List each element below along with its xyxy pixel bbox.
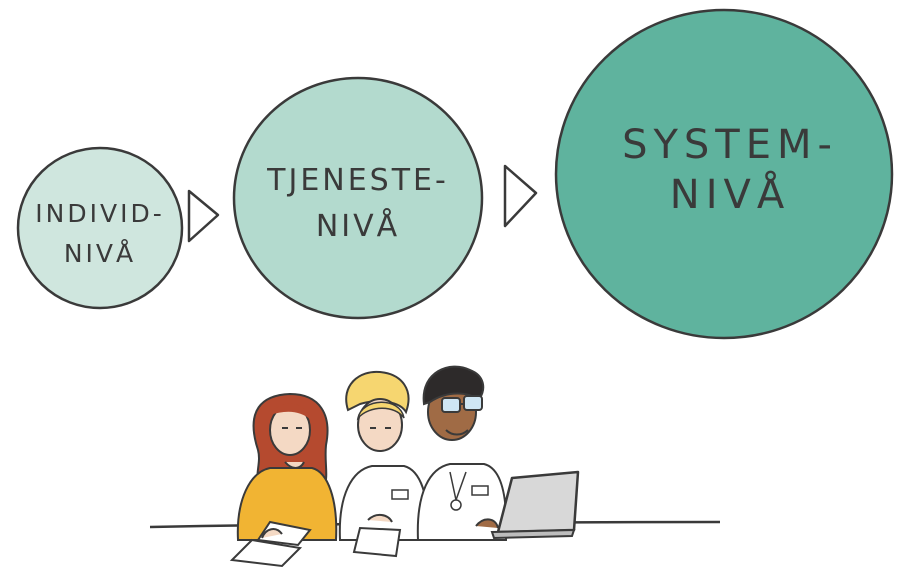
service-level-label-line2: NIVÅ	[316, 208, 400, 244]
individual-level-label-line2: NIVÅ	[64, 239, 136, 268]
service-level: TJENESTE- NIVÅ	[232, 76, 484, 320]
arrow-2-icon	[503, 164, 538, 228]
individual-level-circle	[16, 146, 184, 310]
woman-blond-hair-icon	[338, 370, 430, 558]
system-level-circle	[554, 8, 894, 340]
arrow-1-icon	[187, 189, 220, 243]
man-glasses-icon	[416, 365, 508, 541]
woman-long-red-hair-icon	[229, 392, 338, 568]
service-level-label-line1: TJENESTE-	[266, 163, 449, 198]
system-level-label-line2: NIVÅ	[670, 170, 790, 218]
person3-shirt	[416, 463, 508, 541]
individual-level-label-line1: INDIVID-	[35, 199, 164, 228]
system-level: SYSTEM- NIVÅ	[554, 8, 894, 340]
service-level-circle	[232, 76, 484, 320]
laptop-icon	[490, 470, 580, 540]
individual-level: INDIVID- NIVÅ	[16, 146, 184, 310]
person1-shirt	[236, 467, 338, 541]
system-level-label-line1: SYSTEM-	[622, 122, 838, 168]
